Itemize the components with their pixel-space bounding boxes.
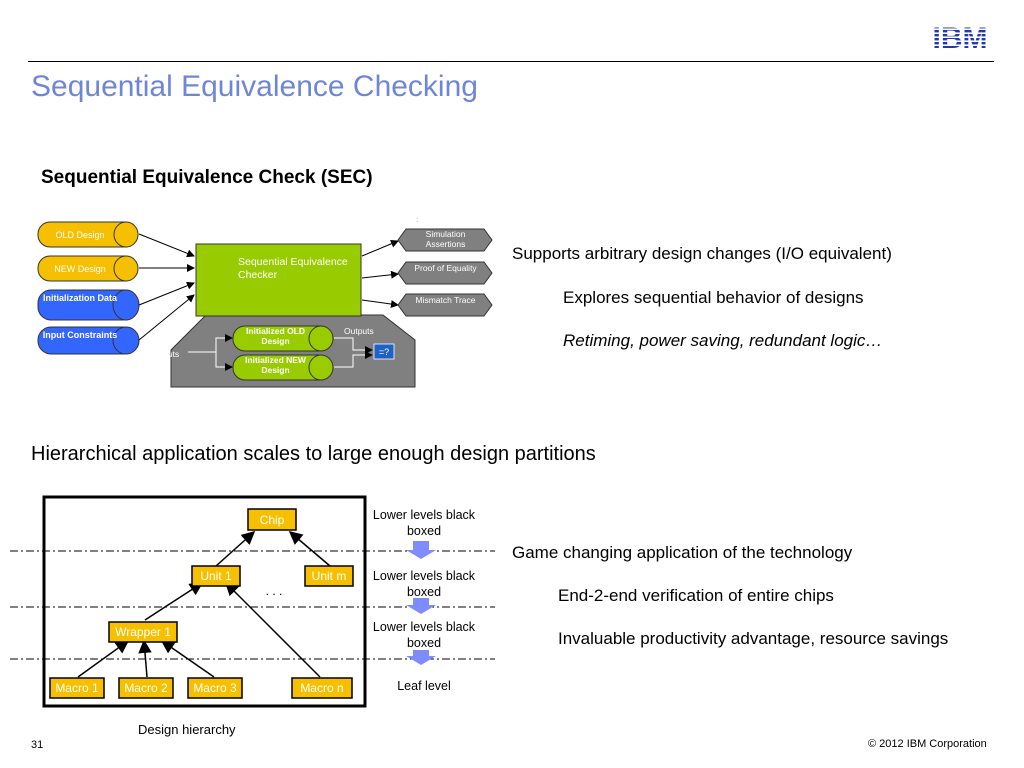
edge-macro1-wrapper — [77, 640, 130, 678]
arrow-constraints-to-checker — [138, 294, 195, 341]
node-macron-label: Macro n — [300, 681, 343, 695]
bullet-productivity: Invaluable productivity advantage, resou… — [558, 629, 949, 648]
arrow-to-assertions — [361, 240, 399, 257]
node-macro3: Macro 3 — [187, 677, 243, 699]
output-proof-of-equality: Proof of Equality — [397, 261, 493, 285]
input-new-design-label: NEW Design — [54, 264, 106, 274]
compare-box — [373, 343, 395, 360]
inner-arrow-to-old — [188, 334, 233, 353]
node-macro3-label: Macro 3 — [193, 681, 237, 695]
node-chip-label: Chip — [260, 513, 285, 527]
node-dots: . . . — [266, 584, 283, 598]
down-arrow-3 — [406, 650, 436, 665]
node-chip: Chip — [247, 508, 297, 531]
input-initialization-data-label: Initialization Data — [42, 293, 117, 303]
node-macro1: Macro 1 — [49, 677, 105, 699]
bullet-supports-design-changes: Supports arbitrary design changes (I/O e… — [512, 244, 892, 263]
bullet-game-changing: Game changing application of the technol… — [512, 543, 853, 562]
bullet-explores-sequential: Explores sequential behavior of designs — [563, 288, 864, 307]
input-constraints-label: Input Constraints — [42, 330, 118, 340]
initialized-new-design: Initialized NEW Design — [232, 354, 334, 381]
input-new-design: NEW Design — [37, 255, 139, 282]
output-mismatch-trace: Mismatch Trace — [397, 293, 493, 317]
input-old-design-label: OLD Design — [55, 230, 104, 240]
dots-marker: : — [416, 215, 418, 224]
initialized-old-design-label: Initialized OLD Design — [245, 326, 306, 346]
inner-arrow-to-new — [215, 352, 233, 371]
ibm-logo-text: IBM — [933, 22, 988, 52]
edge-unit1-chip — [215, 530, 256, 567]
arrow-to-mismatch — [361, 299, 399, 308]
edge-macron-unit1 — [224, 581, 321, 678]
output-proof-of-equality-label: Proof of Equality — [414, 263, 477, 273]
level-label-1: Lower levels black boxed — [372, 508, 476, 538]
slide-subtitle: Sequential Equivalence Check (SEC) — [41, 167, 373, 188]
input-old-design: OLD Design — [37, 221, 139, 248]
arrow-old-to-checker — [138, 233, 195, 258]
ibm-logo: IBM — [924, 22, 996, 55]
compare-label: =? — [379, 347, 389, 357]
node-unit1-label: Unit 1 — [200, 569, 232, 583]
output-simulation-assertions: Simulation Assertions — [397, 228, 493, 252]
level-label-2: Lower levels black boxed — [372, 569, 476, 599]
design-hierarchy-diagram: Chip Unit 1 Unit m . . . Wrapper 1 Macro… — [0, 490, 500, 725]
node-wrapper1: Wrapper 1 — [108, 621, 178, 643]
node-macro2: Macro 2 — [118, 677, 174, 699]
edge-macro2-wrapper — [138, 639, 152, 678]
page-number: 31 — [31, 739, 44, 751]
edge-macro3-wrapper — [160, 640, 215, 678]
node-unitm: Unit m — [304, 565, 354, 587]
down-arrow-1 — [406, 541, 436, 559]
node-macro2-label: Macro 2 — [124, 681, 168, 695]
arrow-init-to-checker — [138, 281, 195, 306]
inner-inputs-label: Inputs — [156, 349, 179, 359]
initialized-old-design: Initialized OLD Design — [232, 325, 334, 352]
node-macron: Macro n — [291, 677, 353, 699]
checker-label: Sequential Equivalence Checker — [238, 256, 348, 281]
header-divider — [28, 61, 994, 62]
node-unit1: Unit 1 — [191, 565, 241, 587]
copyright: © 2012 IBM Corporation — [868, 738, 987, 750]
initialized-new-design-label: Initialized NEW Design — [245, 355, 306, 375]
node-macro1-label: Macro 1 — [55, 681, 99, 695]
hierarchy-heading: Hierarchical application scales to large… — [31, 443, 596, 465]
input-initialization-data: Initialization Data — [37, 289, 140, 321]
ibm-logo-graphic: IBM — [933, 22, 988, 55]
bullet-end-to-end: End-2-end verification of entire chips — [558, 586, 834, 605]
arrow-to-proof — [361, 270, 399, 279]
input-constraints: Input Constraints — [37, 326, 140, 355]
inner-outputs-label: Outputs — [344, 326, 374, 336]
level-label-leaf: Leaf level — [397, 679, 451, 693]
edge-wrapper-unit1 — [144, 582, 204, 621]
checker-box — [195, 243, 362, 317]
edge-unitm-chip — [288, 531, 331, 567]
inner-arrow-new-to-compare — [334, 351, 373, 368]
output-simulation-assertions-label: Simulation Assertions — [425, 229, 466, 249]
level-label-3: Lower levels black boxed — [372, 620, 476, 650]
node-wrapper1-label: Wrapper 1 — [115, 625, 171, 639]
down-arrow-2 — [406, 598, 436, 614]
hierarchy-caption: Design hierarchy — [138, 722, 236, 737]
sec-block-diagram: : OLD Design NEW Design Initialization D… — [28, 210, 498, 395]
bullet-retiming: Retiming, power saving, redundant logic… — [563, 331, 883, 350]
output-mismatch-trace-label: Mismatch Trace — [415, 295, 476, 305]
node-unitm-label: Unit m — [312, 569, 347, 583]
slide-title: Sequential Equivalence Checking — [31, 70, 478, 103]
inner-arrow-old-to-compare — [334, 337, 373, 354]
